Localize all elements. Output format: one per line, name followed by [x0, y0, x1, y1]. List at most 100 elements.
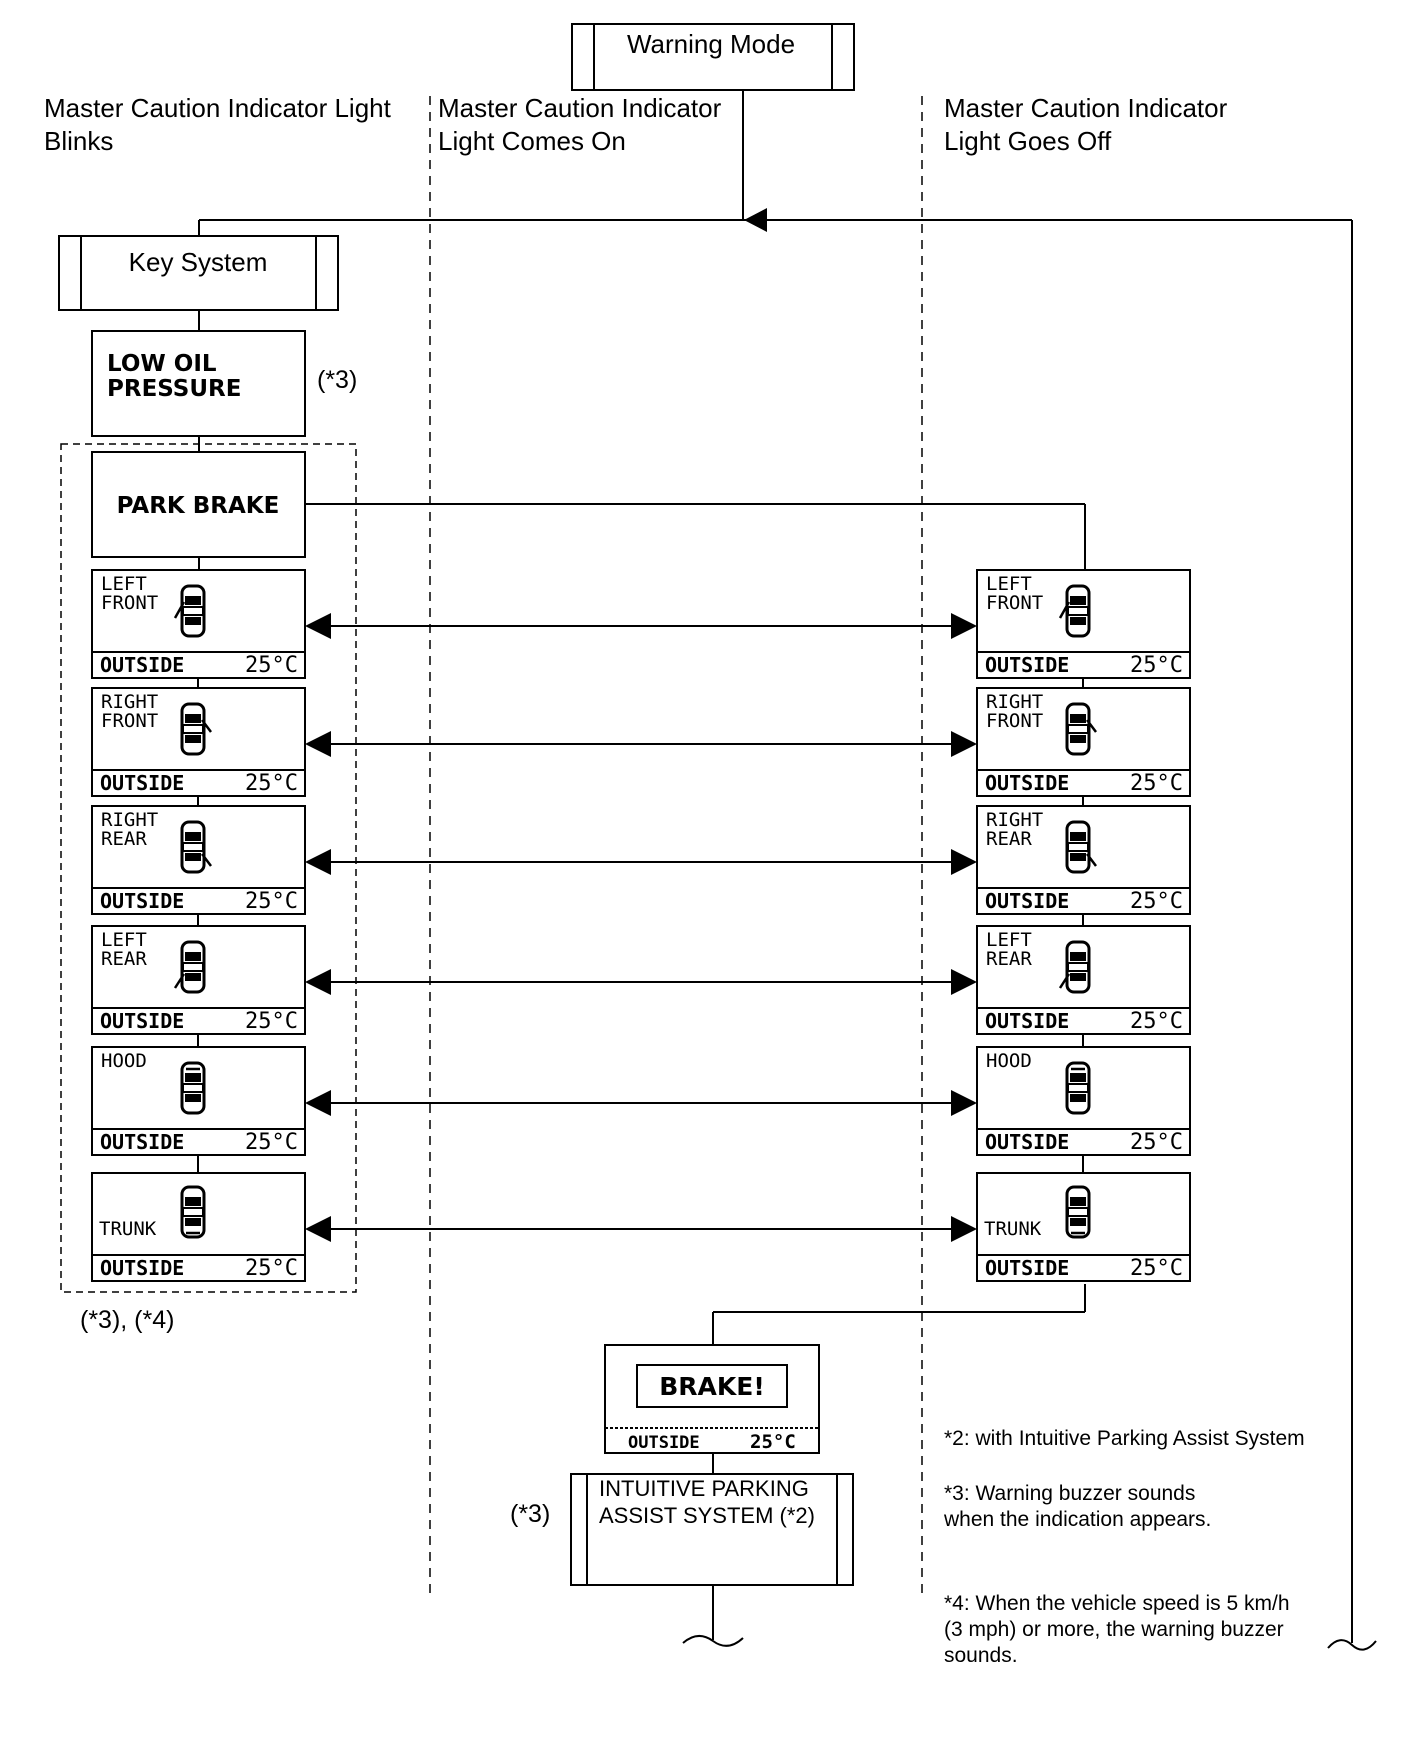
footnote-4-line2: (3 mph) or more, the warning buzzer	[944, 1618, 1284, 1641]
outside-label: OUTSIDE	[100, 653, 184, 677]
panel-label-line1: RIGHT	[986, 691, 1043, 713]
car-icon	[1065, 940, 1091, 994]
open-door-icon	[201, 853, 212, 867]
footnote-4-line1: *4: When the vehicle speed is 5 km/h	[944, 1592, 1290, 1615]
column-dividers	[429, 96, 923, 1600]
outside-label: OUTSIDE	[985, 1256, 1069, 1280]
group-note: (*3), (*4)	[80, 1306, 174, 1334]
bidirectional-arrow	[305, 613, 977, 639]
panel-label-line1: RIGHT	[986, 809, 1043, 831]
open-door-icon	[1086, 853, 1097, 867]
car-icon	[180, 1185, 206, 1239]
open-door-icon	[201, 719, 212, 733]
car-icon	[1065, 702, 1091, 756]
car-icon	[180, 820, 206, 874]
panel-label-line2: REAR	[101, 828, 147, 850]
panel-label-line2: FRONT	[101, 592, 158, 614]
panel-label-line1: TRUNK	[984, 1218, 1042, 1240]
park-brake-label: PARK BRAKE	[117, 493, 280, 519]
outside-label: OUTSIDE	[100, 889, 184, 913]
ipa-note: (*3)	[510, 1500, 550, 1528]
col-on-line1: Master Caution Indicator	[438, 93, 722, 123]
outside-label: OUTSIDE	[985, 771, 1069, 795]
brake-warning-text: BRAKE!	[659, 1372, 765, 1401]
col-blinks-line1: Master Caution Indicator Light	[44, 93, 392, 123]
bidirectional-arrow	[305, 1090, 977, 1116]
bidirectional-arrow	[305, 1216, 977, 1242]
break-mark-center	[682, 1635, 744, 1647]
brake-temp: 25°C	[750, 1431, 796, 1453]
car-icon	[180, 1061, 206, 1115]
panel-label-line2: REAR	[101, 948, 147, 970]
panel-label-line2: REAR	[986, 828, 1032, 850]
display-panel-left: HOOD OUTSIDE 25°C	[91, 1046, 306, 1156]
panel-label-line1: LEFT	[101, 929, 147, 951]
open-door-icon	[1058, 601, 1071, 619]
car-icon	[180, 584, 206, 638]
brake-display: BRAKE! OUTSIDE 25°C	[604, 1344, 820, 1454]
panel-label-line1: HOOD	[986, 1050, 1032, 1072]
low-oil-line2: PRESSURE	[107, 376, 241, 402]
warning-mode-arrowhead	[744, 208, 767, 232]
break-mark-right	[1327, 1639, 1377, 1651]
panel-label-line1: RIGHT	[101, 809, 158, 831]
footnote-4-line3: sounds.	[944, 1644, 1018, 1667]
warning-mode-label: Warning Mode	[627, 29, 795, 59]
ipa-line2: ASSIST SYSTEM (*2)	[599, 1503, 815, 1528]
key-system-box: Key System	[58, 235, 339, 311]
panel-label-line2: FRONT	[101, 710, 158, 732]
outside-temp: 25°C	[245, 1009, 298, 1034]
display-panel-right: HOOD OUTSIDE 25°C	[976, 1046, 1191, 1156]
outside-temp: 25°C	[245, 1256, 298, 1281]
display-panel-right: TRUNK OUTSIDE 25°C	[976, 1172, 1191, 1282]
key-system-label: Key System	[129, 247, 268, 277]
outside-temp: 25°C	[245, 889, 298, 914]
open-door-icon	[173, 601, 186, 619]
col-off-line1: Master Caution Indicator	[944, 93, 1228, 123]
open-door-icon	[1086, 719, 1097, 733]
low-oil-note: (*3)	[317, 366, 357, 394]
panel-label-line1: RIGHT	[101, 691, 158, 713]
low-oil-line1: LOW OIL	[107, 351, 217, 377]
bidirectional-arrow	[305, 969, 977, 995]
intuitive-parking-assist-box: INTUITIVE PARKING ASSIST SYSTEM (*2)	[570, 1473, 854, 1586]
panel-label-line2: REAR	[986, 948, 1032, 970]
panel-label-line1: LEFT	[986, 573, 1032, 595]
open-door-icon	[173, 973, 186, 989]
footnote-3-line2: when the indication appears.	[943, 1508, 1211, 1531]
outside-label: OUTSIDE	[100, 1130, 184, 1154]
open-door-icon	[1058, 973, 1071, 989]
outside-temp: 25°C	[1130, 771, 1183, 796]
outside-temp: 25°C	[245, 1130, 298, 1155]
col-off-line2: Light Goes Off	[944, 126, 1112, 156]
car-icon	[180, 940, 206, 994]
panel-label-line2: FRONT	[986, 710, 1043, 732]
outside-temp: 25°C	[1130, 653, 1183, 678]
outside-temp: 25°C	[1130, 889, 1183, 914]
car-icon	[1065, 1061, 1091, 1115]
park-brake-box: PARK BRAKE	[91, 451, 306, 558]
buzzer-group-outline	[60, 443, 357, 1293]
outside-label: OUTSIDE	[985, 1130, 1069, 1154]
flow-lines	[198, 90, 1353, 1643]
outside-temp: 25°C	[1130, 1130, 1183, 1155]
outside-label: OUTSIDE	[100, 1009, 184, 1033]
car-icon	[1065, 584, 1091, 638]
outside-temp: 25°C	[1130, 1009, 1183, 1034]
panel-label-line1: TRUNK	[99, 1218, 157, 1240]
outside-label: OUTSIDE	[100, 771, 184, 795]
warning-mode-box: Warning Mode	[571, 23, 855, 91]
brake-outside-label: OUTSIDE	[628, 1433, 700, 1453]
panel-label-line2: FRONT	[986, 592, 1043, 614]
outside-label: OUTSIDE	[985, 889, 1069, 913]
panel-label-line1: HOOD	[101, 1050, 147, 1072]
outside-temp: 25°C	[245, 771, 298, 796]
outside-temp: 25°C	[1130, 1256, 1183, 1281]
